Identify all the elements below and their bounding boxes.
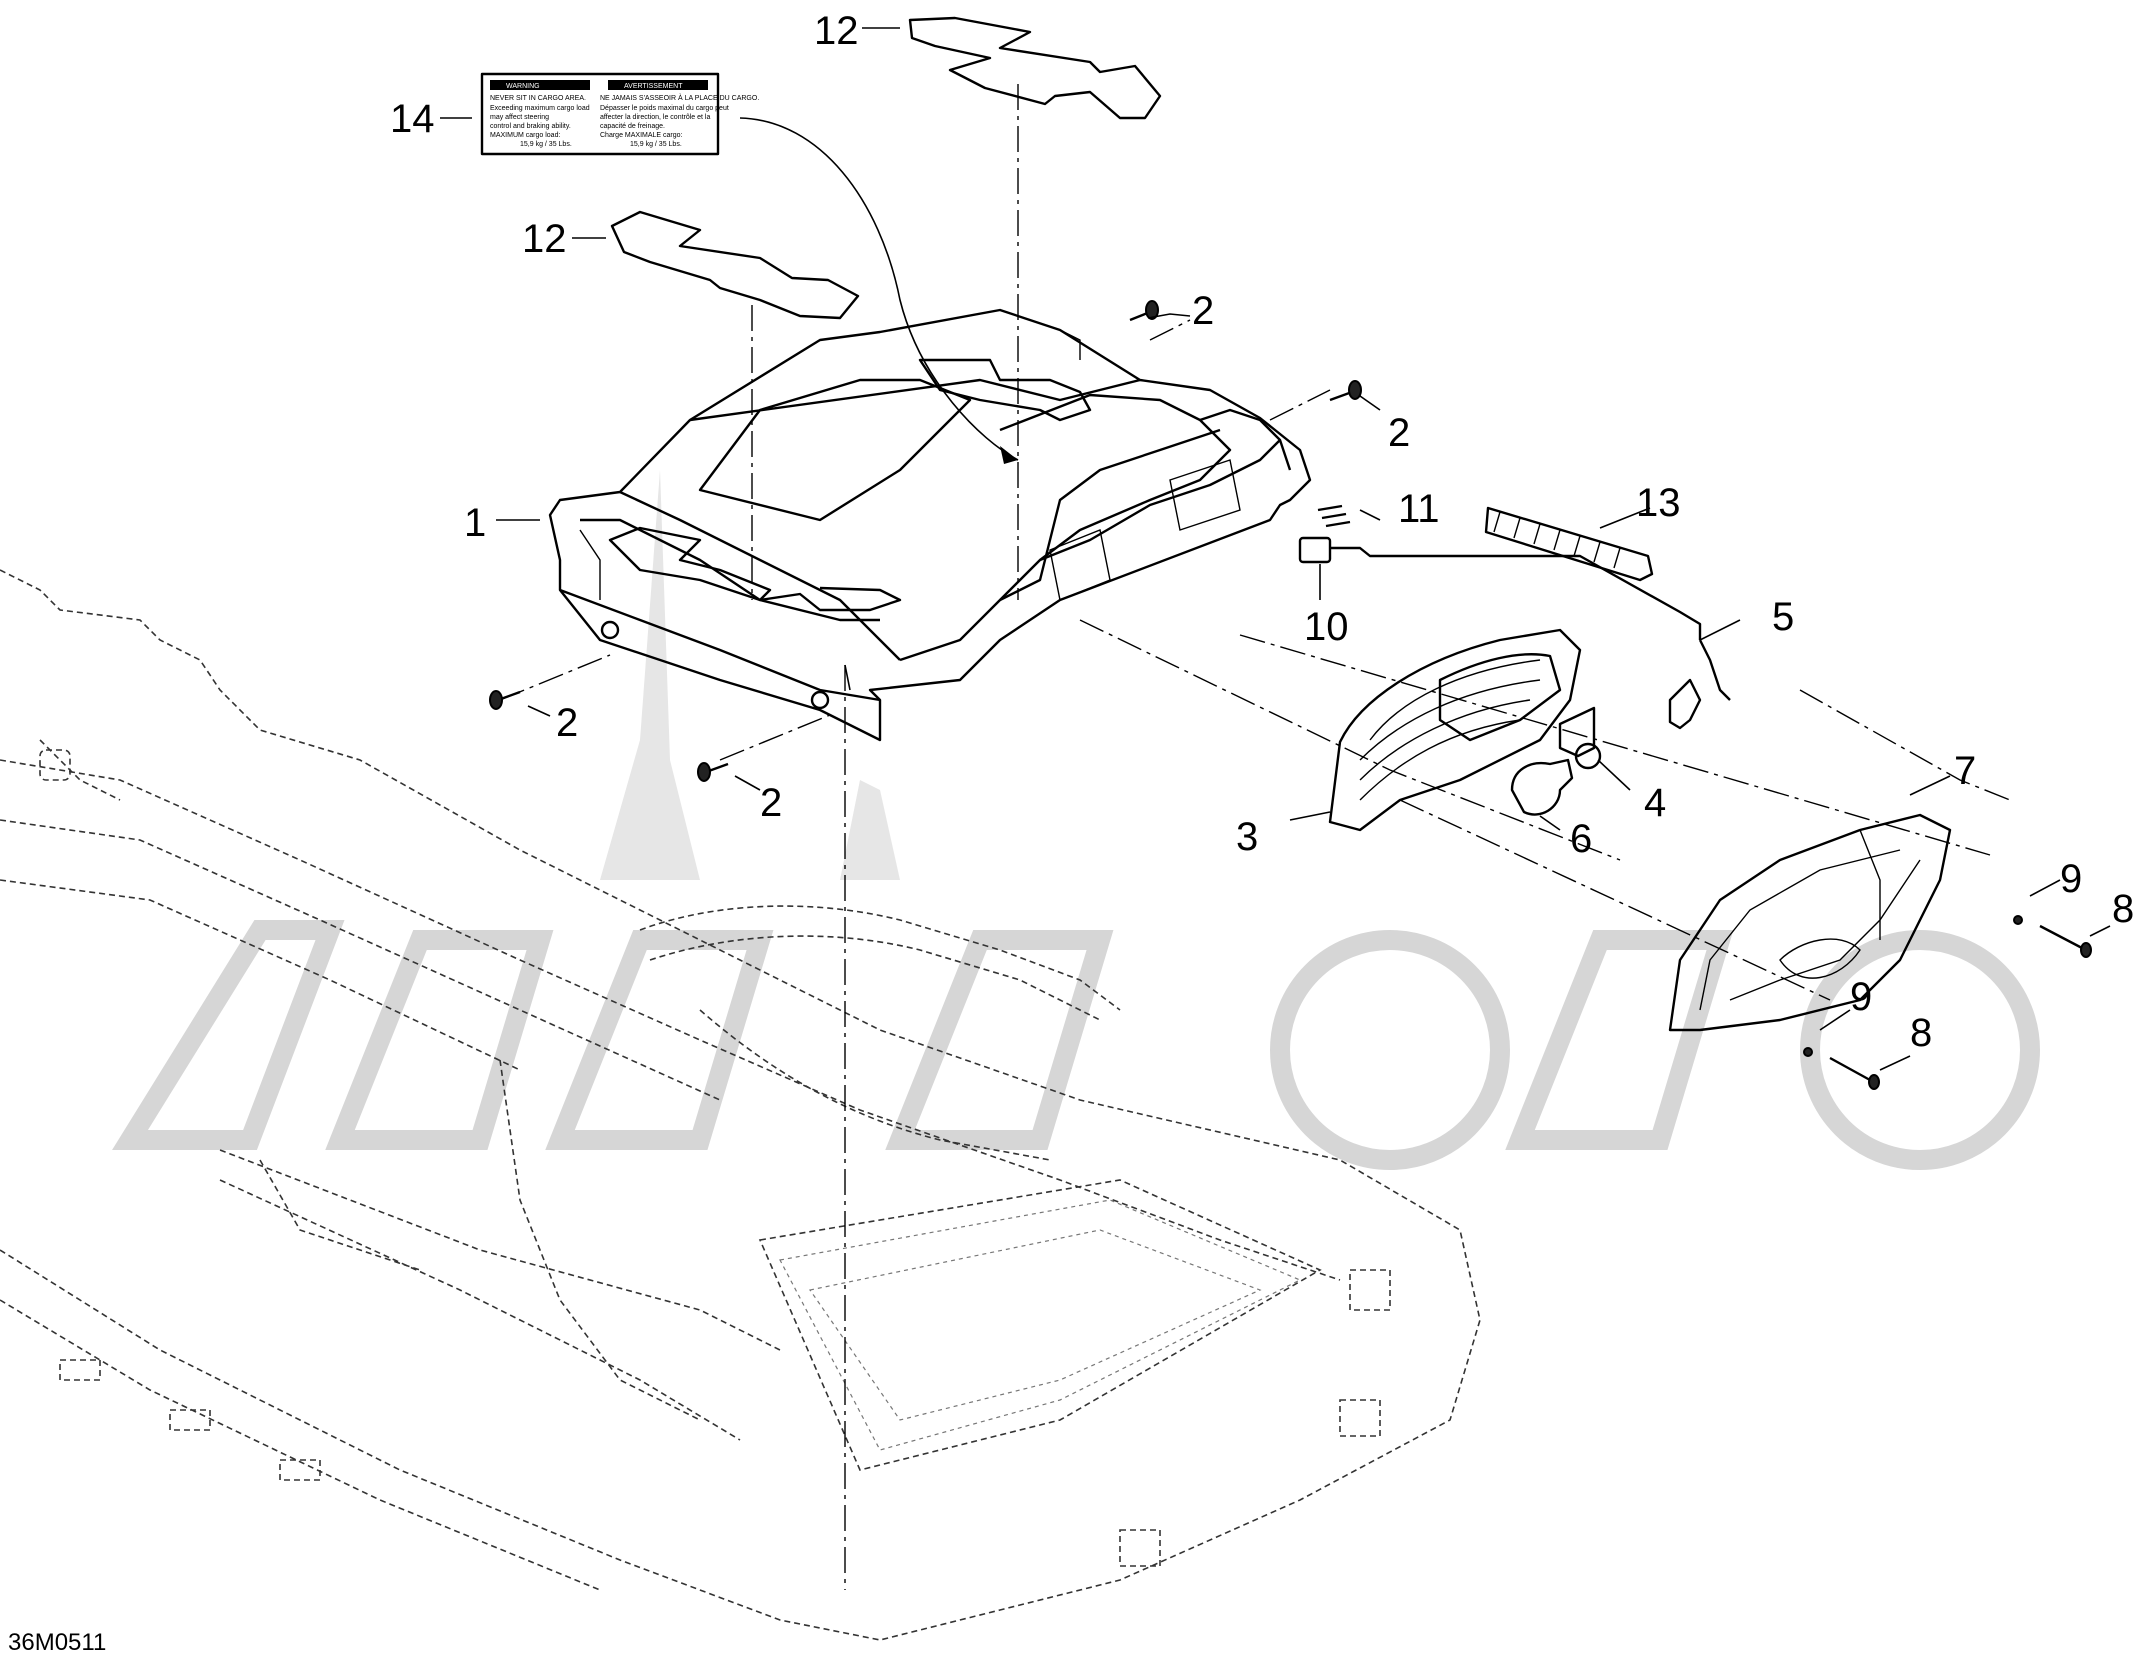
label-fr-line-1: NE JAMAIS S'ASSEOIR À LA PLACE DU CARGO.	[600, 93, 759, 102]
bracket-4	[1558, 706, 1602, 770]
screws-2	[489, 300, 1362, 782]
sleeve-13	[1484, 506, 1654, 582]
callout-8-lower: 8	[1910, 1011, 1932, 1055]
label-en-line-2: Exceeding maximum cargo load	[490, 105, 590, 112]
callout-13: 13	[1636, 481, 1681, 525]
assembly-lines	[499, 84, 2011, 1590]
pad-12-left	[610, 210, 860, 320]
screws-8-washers-9	[1803, 915, 2092, 1090]
callout-10: 10	[1304, 605, 1349, 649]
label-en-line-5: MAXIMUM cargo load:	[490, 132, 560, 139]
callout-7: 7	[1954, 749, 1976, 793]
warning-label-14: WARNING AVERTISSEMENT NEVER SIT IN CARGO…	[480, 72, 1019, 464]
lens-7	[1668, 813, 1952, 1032]
label-en-heading: WARNING	[506, 83, 540, 90]
callout-2-left: 2	[556, 701, 578, 745]
cargo-box-1	[548, 308, 1312, 742]
label-fr-line-5: Charge MAXIMALE cargo:	[600, 132, 683, 139]
callout-3: 3	[1236, 815, 1258, 859]
callouts: 12 14 12 2 2 1 11 13 10 5 2 2 7 4 3 6 9 …	[390, 9, 2134, 1055]
label-en-line-1: NEVER SIT IN CARGO AREA.	[490, 95, 586, 102]
pad-12-top	[908, 16, 1162, 120]
pins-11	[1317, 504, 1351, 528]
bulb-6	[1510, 758, 1574, 816]
callout-12-top: 12	[814, 9, 859, 53]
callout-9-lower: 9	[1850, 975, 1872, 1019]
lamp-housing-3	[1328, 628, 1582, 832]
callout-9-upper: 9	[2060, 857, 2082, 901]
connector-10-wire-5	[1298, 536, 1731, 730]
callout-4: 4	[1644, 781, 1666, 825]
watermark	[112, 470, 2040, 1170]
label-fr-line-2: Dépasser le poids maximal du cargo peut	[600, 105, 729, 112]
label-fr-line-4: capacité de freinage.	[600, 123, 665, 130]
chassis-frame	[0, 569, 1481, 1641]
leader-lines	[440, 27, 2111, 1071]
callout-8-upper: 8	[2112, 887, 2134, 931]
label-fr-line-6: 15,9 kg / 35 Lbs.	[630, 141, 682, 148]
label-en-line-4: control and braking ability.	[490, 123, 571, 130]
callout-2-bottom: 2	[760, 781, 782, 825]
callout-2-right: 2	[1388, 411, 1410, 455]
label-en-line-6: 15,9 kg / 35 Lbs.	[520, 141, 572, 148]
callout-2-top: 2	[1192, 289, 1214, 333]
label-en-line-3: may affect steering	[490, 114, 549, 121]
label-fr-line-3: affecter la direction, le contrôle et la	[600, 114, 710, 121]
label-fr-heading: AVERTISSEMENT	[624, 83, 683, 90]
callout-14: 14	[390, 97, 435, 141]
callout-12-left: 12	[522, 217, 567, 261]
callout-5: 5	[1772, 595, 1794, 639]
callout-11: 11	[1398, 487, 1440, 531]
diagram-code: 36M0511	[8, 1629, 106, 1656]
callout-1: 1	[464, 501, 486, 545]
callout-6: 6	[1570, 817, 1592, 861]
